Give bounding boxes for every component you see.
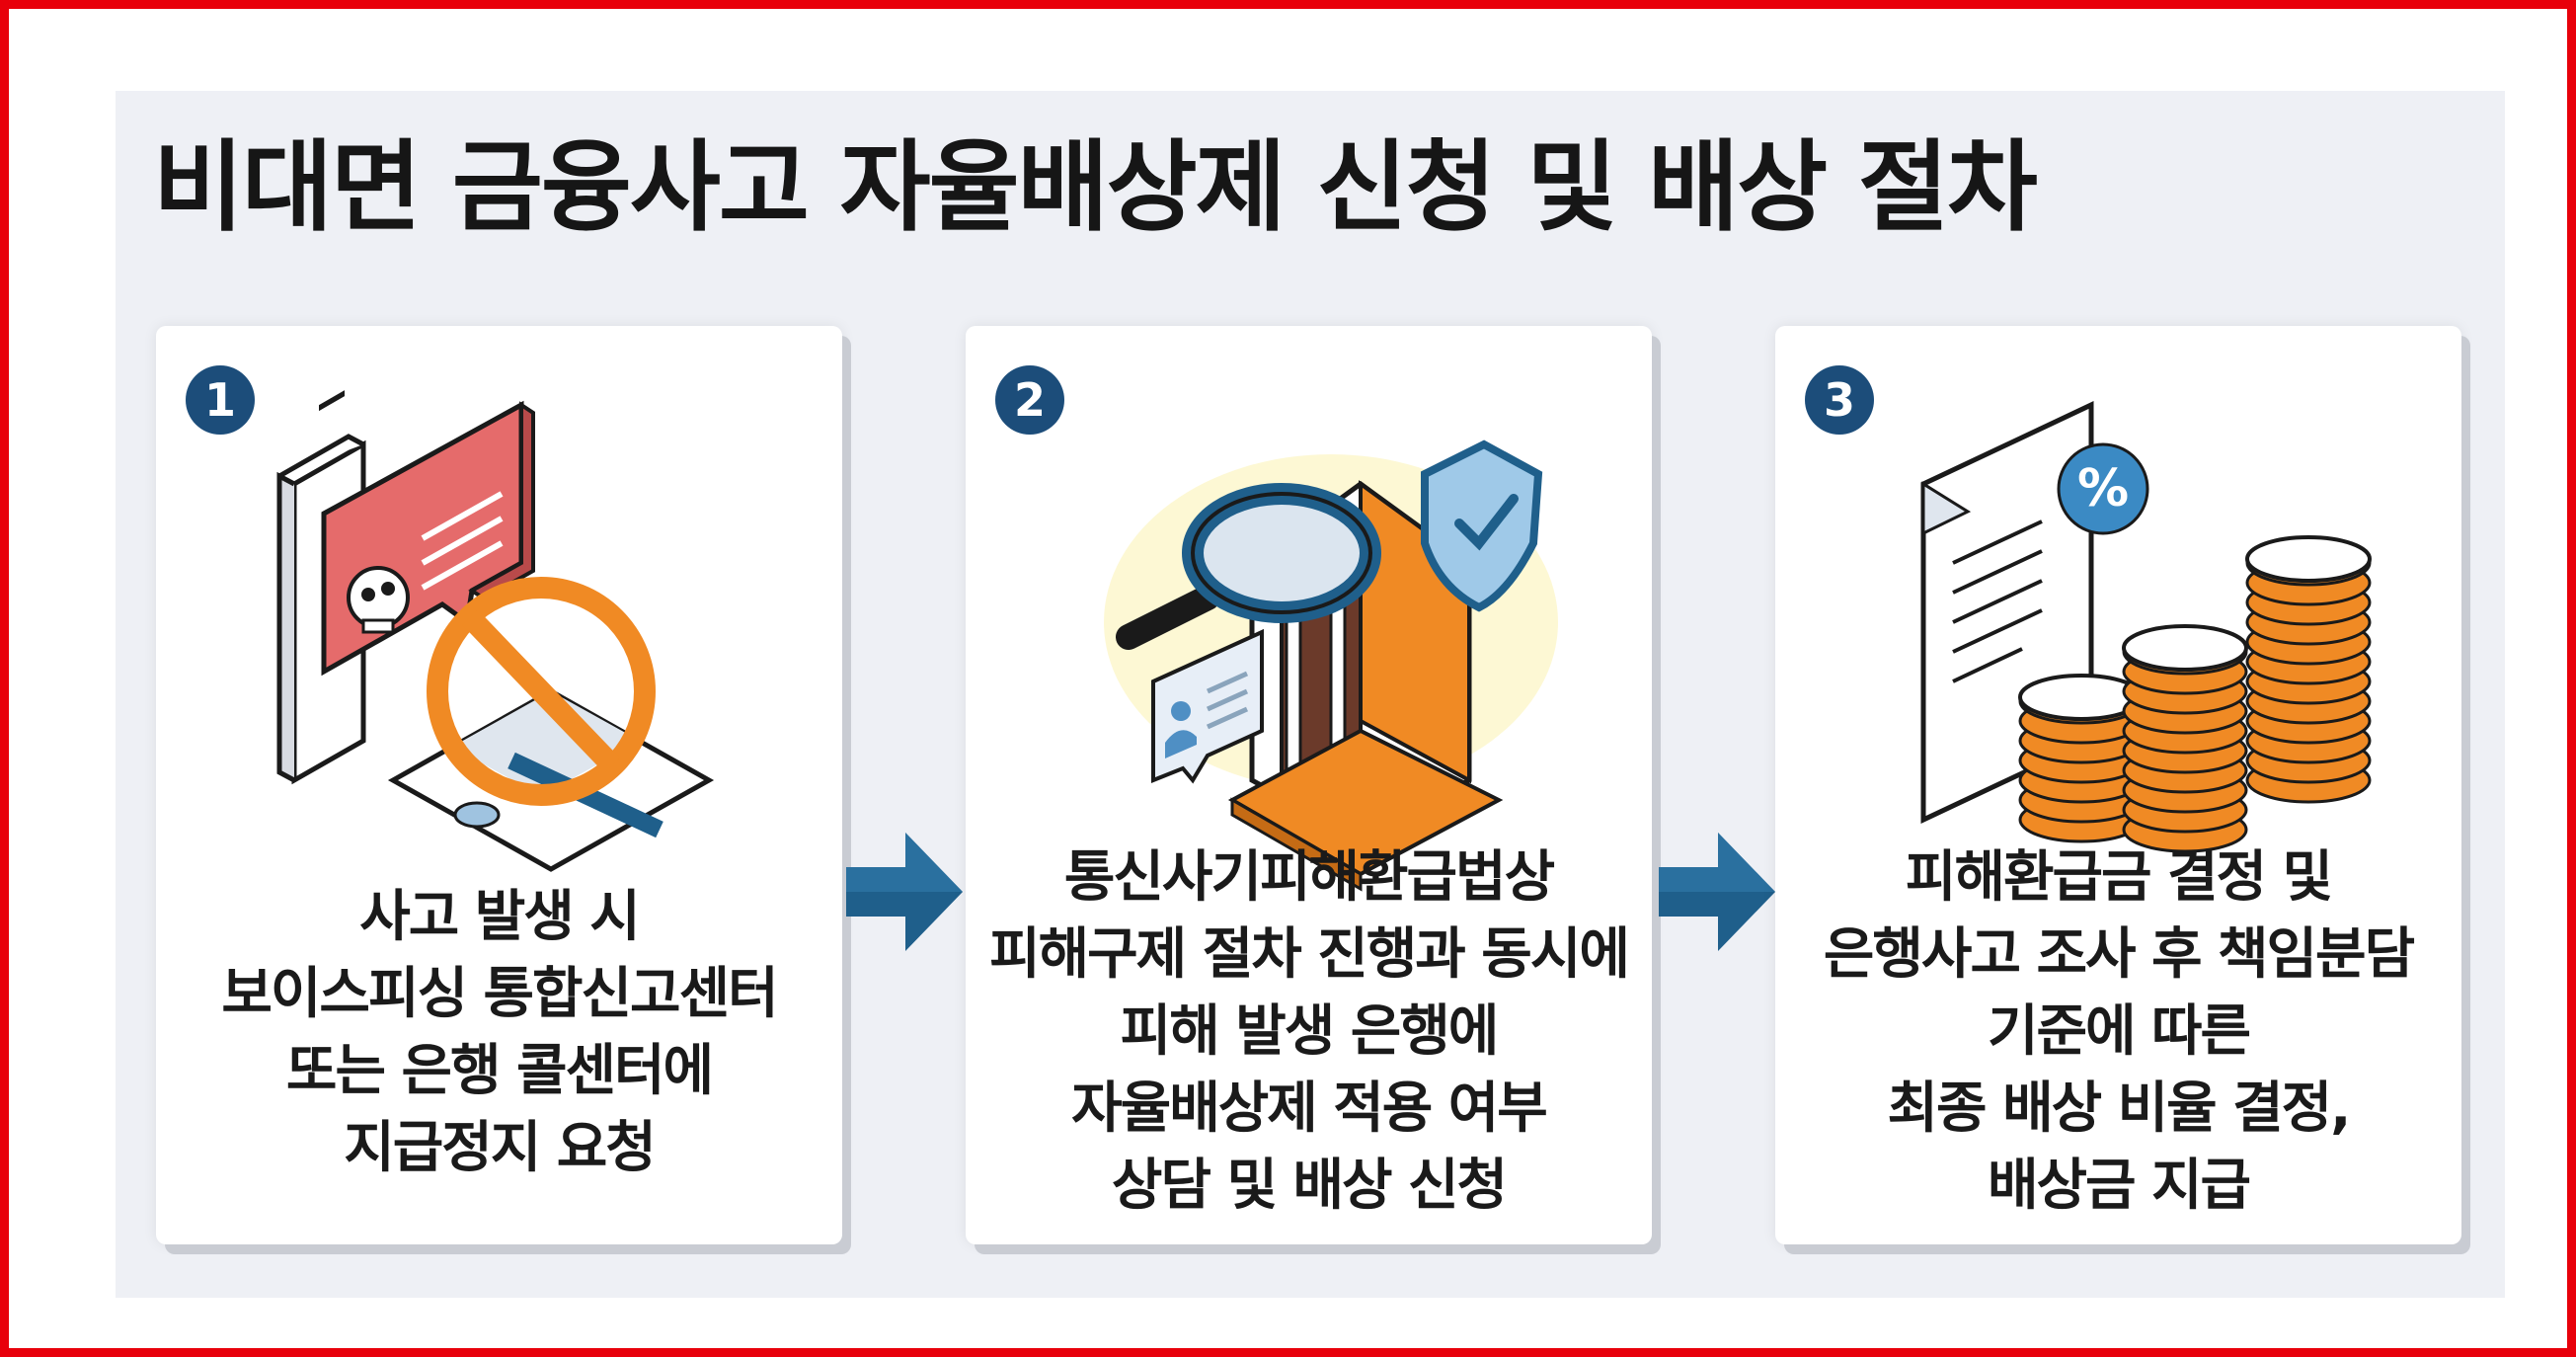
step-2-line: 피해구제 절차 진행과 동시에 xyxy=(989,922,1630,987)
step-number-badge: 1 xyxy=(186,365,255,435)
next-step-arrow-icon xyxy=(846,833,963,951)
step-1-line: 지급정지 요청 xyxy=(344,1116,657,1180)
step-number-badge: 2 xyxy=(995,365,1064,435)
step-3-description: 피해환급금 결정 및 은행사고 조사 후 책임분담 기준에 따른 최종 배상 비… xyxy=(1775,839,2461,1225)
bank-building-icon xyxy=(1104,439,1558,892)
page-title: 비대면 금융사고 자율배상제 신청 및 배상 절차 xyxy=(153,129,2038,245)
step-2-line: 피해 발생 은행에 xyxy=(1120,999,1500,1064)
step-2-line: 통신사기피해환급법상 xyxy=(1063,845,1555,910)
step-2-description: 통신사기피해환급법상 피해구제 절차 진행과 동시에 피해 발생 은행에 자율배… xyxy=(966,839,1652,1225)
step-number-badge: 3 xyxy=(1805,365,1874,435)
step-3-line: 기준에 따른 xyxy=(1987,999,2251,1064)
coin-stack-icon: % xyxy=(1920,401,2372,853)
svg-text:%: % xyxy=(2077,459,2129,519)
coin-stack-icon xyxy=(2018,535,2372,853)
step-card-3: 3 % 피해환급금 결정 및 은행사고 조사 후 책임분담 기준에 따른 최종 … xyxy=(1775,326,2461,1244)
step-1-description: 사고 발생 시 보이스피싱 통합신고센터 또는 은행 콜센터에 지급정지 요청 xyxy=(156,879,842,1187)
step-card-2: 2 xyxy=(966,326,1652,1244)
next-step-arrow-icon xyxy=(1659,833,1775,951)
step-1-line: 보이스피싱 통합신고센터 xyxy=(221,962,778,1026)
id-chat-icon xyxy=(1151,628,1264,784)
step-1-line: 또는 은행 콜센터에 xyxy=(285,1039,714,1103)
step-3-line: 피해환급금 결정 및 xyxy=(1905,845,2333,910)
step-3-line: 배상금 지급 xyxy=(1987,1154,2251,1218)
magnifier-icon xyxy=(1116,483,1381,650)
step-2-line: 자율배상제 적용 여부 xyxy=(1071,1077,1548,1141)
step-3-line: 은행사고 조사 후 책임분담 xyxy=(1823,922,2415,987)
phone-icon xyxy=(276,390,715,872)
step-card-1: 1 사고 발생 시 xyxy=(156,326,842,1244)
step-3-line: 최종 배상 비율 결정, xyxy=(1887,1077,2352,1141)
step-2-line: 상담 및 배상 신청 xyxy=(1111,1154,1508,1218)
shield-check-icon xyxy=(1421,439,1543,612)
prohibited-card-icon xyxy=(387,577,715,872)
step-1-line: 사고 발생 시 xyxy=(359,885,641,949)
